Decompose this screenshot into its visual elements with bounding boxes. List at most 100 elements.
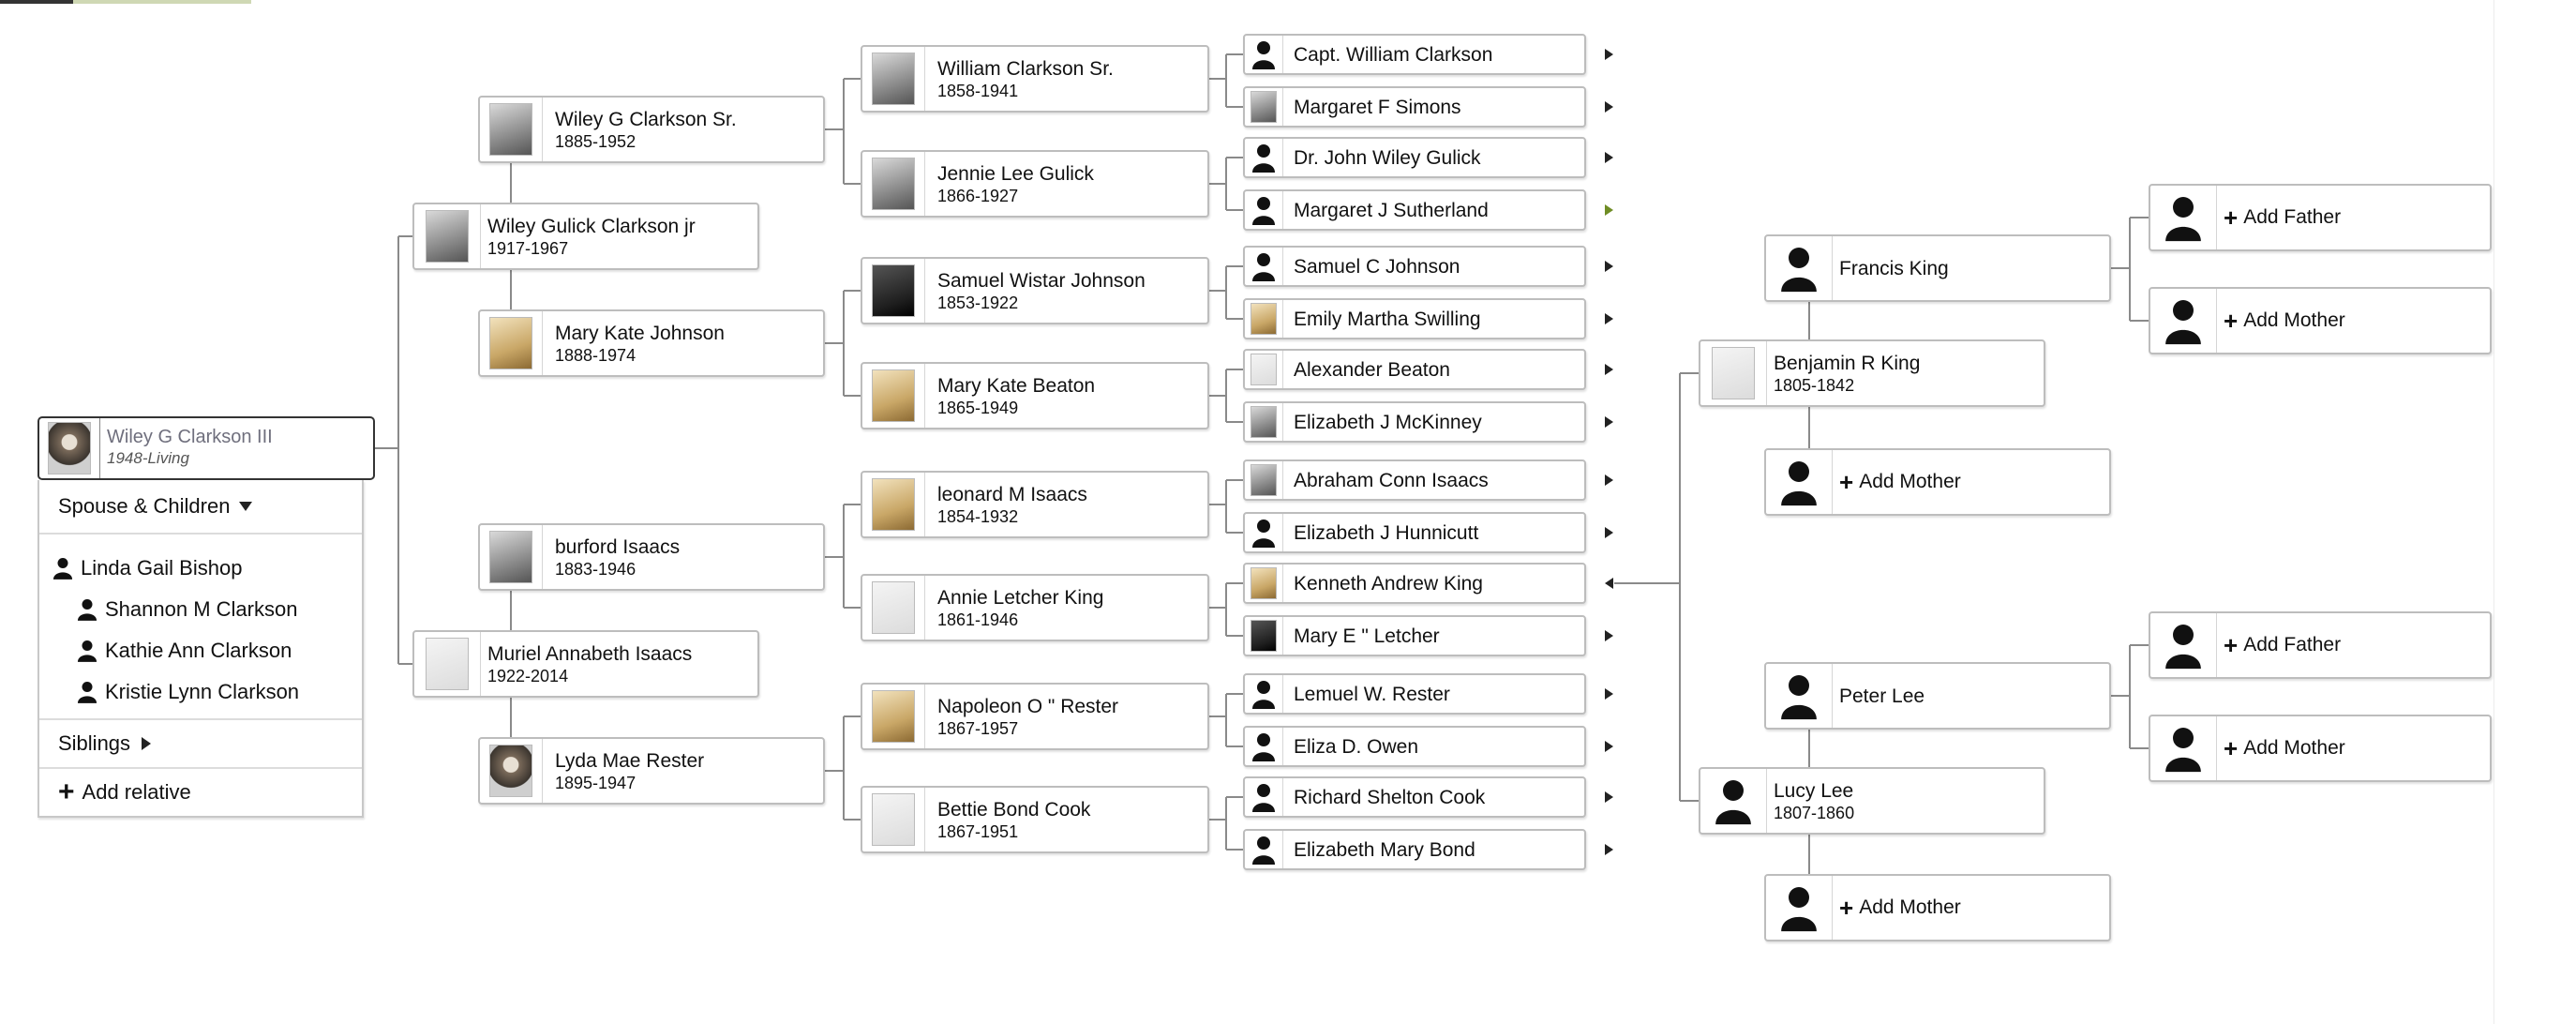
person-card-great-grandparent[interactable]: William Clarkson Sr.1858-1941 bbox=[861, 45, 1209, 113]
person-name: Richard Shelton Cook bbox=[1294, 786, 1486, 808]
expand-arrow-icon[interactable] bbox=[1605, 527, 1613, 538]
family-panel: Spouse & Children Linda Gail Bishop Shan… bbox=[37, 480, 364, 818]
person-card-gen4[interactable]: Margaret F Simons bbox=[1243, 86, 1586, 128]
expand-arrow-icon[interactable] bbox=[1605, 152, 1613, 163]
person-card-gen4[interactable]: Dr. John Wiley Gulick bbox=[1243, 137, 1586, 178]
expand-arrow-icon[interactable] bbox=[1605, 101, 1613, 113]
collapse-arrow-icon[interactable] bbox=[1605, 578, 1613, 589]
person-photo bbox=[1245, 461, 1283, 499]
child-item[interactable]: Kathie Ann Clarkson bbox=[39, 634, 362, 668]
plus-icon: + bbox=[1839, 468, 1854, 496]
expand-arrow-icon[interactable] bbox=[1605, 313, 1613, 324]
expand-arrow-icon[interactable] bbox=[1605, 416, 1613, 428]
silhouette-icon bbox=[1781, 675, 1817, 720]
connector-line bbox=[825, 504, 861, 609]
expand-arrow-icon[interactable] bbox=[1605, 204, 1613, 216]
add-mother-label: Add Mother bbox=[2243, 309, 2345, 331]
person-card-paternal-grandfather[interactable]: Francis King bbox=[1764, 234, 2111, 302]
person-card-gen4[interactable]: Elizabeth J McKinney bbox=[1243, 401, 1586, 443]
connector-line bbox=[1209, 479, 1243, 534]
expand-arrow-icon[interactable] bbox=[1605, 261, 1613, 272]
portrait-thumbnail bbox=[872, 478, 915, 531]
person-name: Eliza D. Owen bbox=[1294, 735, 1419, 758]
person-name: Peter Lee bbox=[1839, 685, 1925, 707]
person-card-gen4[interactable]: Mary E " Letcher bbox=[1243, 615, 1586, 656]
spouse-children-toggle[interactable]: Spouse & Children bbox=[39, 480, 362, 533]
person-card-gen4[interactable]: Lemuel W. Rester bbox=[1243, 673, 1586, 715]
person-name: Mary Kate Johnson bbox=[555, 322, 725, 344]
add-mother-button[interactable]: +Add Mother bbox=[2149, 287, 2492, 354]
person-card-gen4[interactable]: Kenneth Andrew King bbox=[1243, 563, 1586, 604]
expand-arrow-icon[interactable] bbox=[1605, 741, 1613, 752]
person-card-grandparent[interactable]: Wiley G Clarkson Sr. 1885-1952 bbox=[478, 96, 825, 163]
expand-arrow-icon[interactable] bbox=[1605, 630, 1613, 641]
add-mother-button[interactable]: +Add Mother bbox=[1764, 448, 2111, 516]
connector-line bbox=[375, 235, 412, 665]
portrait-thumbnail bbox=[1251, 464, 1277, 496]
divider bbox=[39, 767, 362, 769]
connector-line bbox=[1209, 369, 1243, 423]
person-card-gen4[interactable]: Elizabeth J Hunnicutt bbox=[1243, 512, 1586, 553]
expand-arrow-icon[interactable] bbox=[1605, 474, 1613, 486]
person-card-gen4[interactable]: Abraham Conn Isaacs bbox=[1243, 459, 1586, 501]
person-card-gen4[interactable]: Capt. William Clarkson bbox=[1243, 34, 1586, 75]
person-photo bbox=[480, 739, 543, 803]
person-photo bbox=[1700, 769, 1767, 833]
portrait-thumbnail bbox=[48, 422, 91, 474]
person-card-gen4[interactable]: Elizabeth Mary Bond bbox=[1243, 829, 1586, 870]
expand-arrow-icon[interactable] bbox=[1605, 791, 1613, 803]
spouse-item[interactable]: Linda Gail Bishop bbox=[39, 551, 362, 585]
silhouette-icon bbox=[2165, 728, 2201, 773]
person-card-mother[interactable]: Muriel Annabeth Isaacs 1922-2014 bbox=[412, 630, 759, 698]
person-photo bbox=[862, 576, 925, 640]
child-item[interactable]: Shannon M Clarkson bbox=[39, 593, 362, 626]
person-card-gen4[interactable]: Emily Martha Swilling bbox=[1243, 298, 1586, 339]
person-card-father[interactable]: Wiley Gulick Clarkson jr 1917-1967 bbox=[412, 203, 759, 270]
person-card-gen4[interactable]: Margaret J Sutherland bbox=[1243, 189, 1586, 231]
plus-icon: + bbox=[2224, 734, 2239, 762]
person-photo bbox=[862, 47, 925, 111]
child-name: Shannon M Clarkson bbox=[105, 597, 298, 621]
person-name: leonard M Isaacs bbox=[937, 483, 1087, 505]
connector-line bbox=[2111, 644, 2149, 749]
expand-arrow-icon[interactable] bbox=[1605, 688, 1613, 700]
person-card-gen4[interactable]: Richard Shelton Cook bbox=[1243, 776, 1586, 818]
person-card-grandparent[interactable]: Mary Kate Johnson 1888-1974 bbox=[478, 309, 825, 377]
person-card-gen4[interactable]: Alexander Beaton bbox=[1243, 349, 1586, 390]
expand-arrow-icon[interactable] bbox=[1605, 844, 1613, 855]
portrait-thumbnail bbox=[872, 53, 915, 105]
silhouette-icon bbox=[1781, 461, 1817, 506]
person-card-gen4[interactable]: Samuel C Johnson bbox=[1243, 246, 1586, 287]
add-father-button[interactable]: +Add Father bbox=[2149, 611, 2492, 679]
person-name: Benjamin R King bbox=[1774, 352, 1921, 374]
person-icon bbox=[77, 682, 97, 703]
root-person-card[interactable]: Wiley G Clarkson III 1948-Living bbox=[37, 416, 375, 480]
add-mother-button[interactable]: +Add Mother bbox=[1764, 874, 2111, 941]
person-card-gen4[interactable]: Eliza D. Owen bbox=[1243, 726, 1586, 767]
person-dates: 1807-1860 bbox=[1774, 803, 1855, 822]
siblings-toggle[interactable]: Siblings bbox=[39, 720, 362, 767]
person-card-grandparent[interactable]: burford Isaacs 1883-1946 bbox=[478, 523, 825, 591]
expand-arrow-icon[interactable] bbox=[1605, 49, 1613, 60]
add-relative-button[interactable]: + Add relative bbox=[39, 769, 362, 816]
expand-arrow-icon[interactable] bbox=[1605, 364, 1613, 375]
silhouette-icon bbox=[1252, 197, 1275, 225]
connector-line bbox=[2111, 217, 2149, 322]
person-card-maternal-grandfather[interactable]: Peter Lee bbox=[1764, 662, 2111, 730]
add-mother-button[interactable]: +Add Mother bbox=[2149, 715, 2492, 782]
person-photo bbox=[1245, 88, 1283, 126]
add-father-button[interactable]: +Add Father bbox=[2149, 184, 2492, 251]
person-photo bbox=[1700, 341, 1767, 405]
child-item[interactable]: Kristie Lynn Clarkson bbox=[39, 675, 362, 709]
person-card-grandparent[interactable]: Lyda Mae Rester 1895-1947 bbox=[478, 737, 825, 805]
person-name: Elizabeth J Hunnicutt bbox=[1294, 521, 1479, 544]
